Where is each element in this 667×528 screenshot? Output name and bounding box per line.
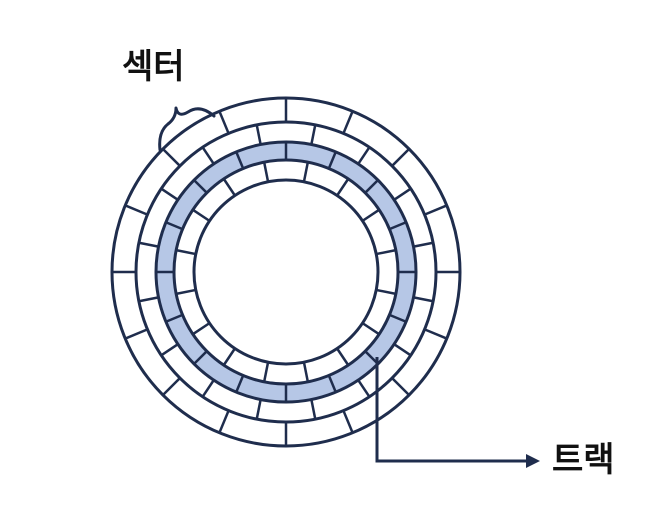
sector-divider	[388, 221, 407, 231]
sector-divider	[138, 241, 159, 248]
sector-divider	[388, 313, 407, 323]
sector-divider	[218, 410, 230, 434]
sector-divider	[235, 151, 245, 170]
sector-divider	[424, 328, 448, 340]
sector-divider	[218, 110, 230, 134]
sector-divider	[201, 379, 215, 398]
sector-divider	[193, 350, 208, 365]
track-ring-4	[172, 158, 400, 386]
sector-divider	[393, 187, 412, 201]
sector-divider	[336, 178, 350, 197]
sector-divider	[413, 241, 434, 248]
sector-divider	[262, 161, 270, 183]
sector-divider	[192, 208, 211, 222]
sector-divider	[357, 146, 371, 165]
sector-divider	[375, 248, 397, 256]
sector-divider	[375, 288, 397, 296]
track-label: 트랙	[552, 440, 615, 480]
sector-divider	[302, 161, 310, 183]
sector-divider	[255, 124, 262, 145]
disk	[110, 96, 462, 448]
sector-divider	[175, 248, 197, 256]
sector-divider	[361, 322, 380, 336]
sector-divider	[160, 343, 179, 357]
sector-divider	[361, 208, 380, 222]
track-pointer-line	[375, 357, 528, 463]
sector-divider	[235, 374, 245, 393]
sector-divider	[162, 377, 181, 396]
sector-divider	[175, 288, 197, 296]
sector-divider	[222, 347, 236, 366]
sector-divider	[165, 313, 184, 323]
sector-divider	[201, 146, 215, 165]
sector-divider	[342, 410, 354, 434]
sector-divider	[138, 296, 159, 303]
sector-divider	[160, 187, 179, 201]
sector-divider	[327, 374, 337, 393]
sector-divider	[162, 148, 181, 167]
sector-divider	[222, 178, 236, 197]
sector-divider	[336, 347, 350, 366]
sector-label: 섹터	[122, 47, 185, 87]
sector-divider	[192, 322, 211, 336]
sector-divider	[391, 377, 410, 396]
sector-divider	[262, 361, 270, 383]
track-ring-3	[154, 140, 418, 404]
sector-divider	[364, 179, 379, 194]
sector-divider	[342, 110, 354, 134]
sector-divider	[310, 399, 317, 420]
track-ring-1	[110, 96, 462, 448]
sector-divider	[165, 221, 184, 231]
sector-divider	[413, 296, 434, 303]
track-ring-2	[134, 120, 438, 424]
sector-divider	[424, 204, 448, 216]
track-arrowhead-icon	[526, 454, 540, 468]
sector-divider	[393, 343, 412, 357]
sector-divider	[193, 179, 208, 194]
sector-divider	[124, 328, 148, 340]
sector-divider	[302, 361, 310, 383]
sector-divider	[310, 124, 317, 145]
track-ring-5	[192, 178, 380, 366]
sector-brace-icon	[158, 106, 216, 152]
sector-divider	[357, 379, 371, 398]
sector-divider	[255, 399, 262, 420]
sector-divider	[391, 148, 410, 167]
sector-divider	[327, 151, 337, 170]
sector-divider	[124, 204, 148, 216]
